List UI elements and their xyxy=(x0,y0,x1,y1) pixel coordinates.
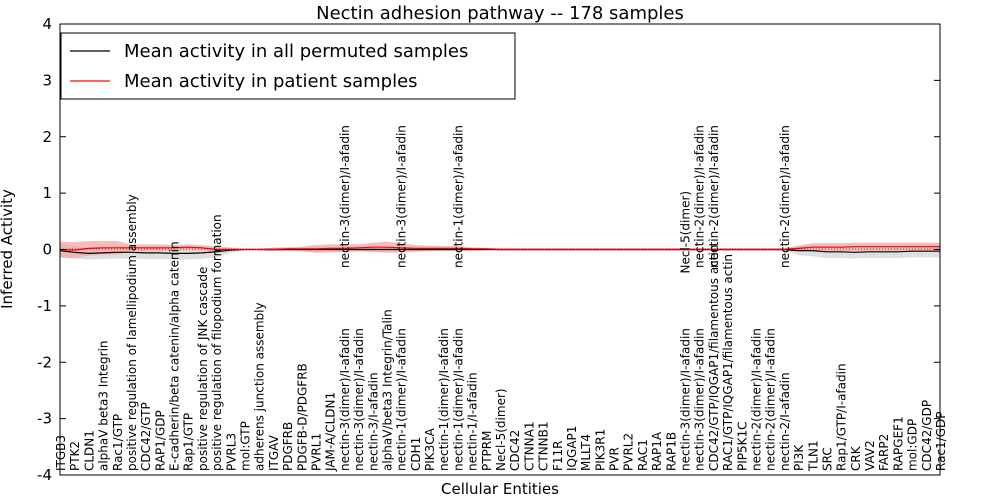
x-tick-label: positive regulation of lamellipodium ass… xyxy=(125,194,139,471)
x-tick-label: RAP1B xyxy=(664,432,678,471)
x-tick-label: PDGFB-D/PDGFRB xyxy=(295,363,309,471)
y-axis-ticks: -4 -3 -2 -1 0 1 2 3 4 xyxy=(37,15,940,484)
y-axis-label: Inferred Activity xyxy=(0,189,16,309)
x-tick-label: CDC42/GTP xyxy=(139,402,153,471)
legend-box xyxy=(60,32,516,100)
legend-label-patient: Mean activity in patient samples xyxy=(124,71,418,92)
x-tick-label: CDC42/GDP xyxy=(920,400,934,471)
x-tick-label: PDGFRB xyxy=(281,422,295,471)
x-tick-label: MLLT4 xyxy=(579,434,593,471)
x-tick-label: FARP2 xyxy=(877,434,891,471)
x-tick-label: nectin-1(dimer)/I-afadin xyxy=(395,328,409,471)
x-tick-label: Rap1/GTP/I-afadin xyxy=(835,363,849,471)
x-tick-label: adherens junction assembly xyxy=(253,302,267,471)
y-tick-label: 4 xyxy=(42,15,52,33)
x-tick-label: PTPRM xyxy=(480,431,494,472)
x-tick-label: SRC xyxy=(820,447,834,471)
x-tick-label: ITGAV xyxy=(267,434,281,471)
x-tick-label: JAM-A/CLDN1 xyxy=(324,392,338,472)
y-tick-label: 0 xyxy=(42,241,52,259)
x-tick-label-extra: nectin-1(dimer)/I-afadin xyxy=(451,125,465,268)
x-tick-label: E-cadherin/beta catenin/alpha catenin xyxy=(168,241,182,471)
y-tick-label: -3 xyxy=(37,410,52,428)
x-tick-label: TLN1 xyxy=(806,440,820,472)
x-tick-label: nectin-1(dimer)/I-afadin xyxy=(437,328,451,471)
x-tick-label: PIK3CA xyxy=(423,427,437,471)
x-tick-label: RAP1/GDP xyxy=(153,410,167,471)
x-tick-label: mol:GDP xyxy=(906,419,920,471)
x-tick-label: PIK3R1 xyxy=(593,429,607,471)
x-tick-label: mol:GTP xyxy=(239,421,253,471)
x-tick-label: Rap1/GTP xyxy=(182,413,196,471)
x-tick-label-extra: nectin-3(dimer)/I-afadin xyxy=(395,125,409,268)
x-tick-label: positive regulation of JNK cascade xyxy=(196,267,210,471)
x-tick-label-extra: nectin-2(dimer)/I-afadin xyxy=(693,125,707,268)
x-tick-label-extra: nectin-3(dimer)/I-afadin xyxy=(338,125,352,268)
x-tick-label: CTNNA1 xyxy=(522,421,536,471)
x-tick-label: RAP1A xyxy=(650,431,664,471)
x-tick-label: CLDN1 xyxy=(82,430,96,471)
x-tick-label: nectin-3(dimer)/I-afadin xyxy=(679,328,693,471)
x-tick-label: nectin-2/I-afadin xyxy=(778,372,792,471)
x-tick-label: F11R xyxy=(551,440,565,471)
patient-mean-line xyxy=(59,246,940,251)
x-tick-label-extra: nectin-2(dimer)/I-afadin xyxy=(778,125,792,268)
x-tick-label: nectin-3(dimer)/I-afadin xyxy=(338,328,352,471)
x-tick-label: nectin-1(dimer)/I-afadin xyxy=(451,328,465,471)
x-tick-label: CDC42/GTP/IQGAP1/filamentous actin xyxy=(707,245,721,471)
x-tick-label: nectin-2(dimer)/I-afadin xyxy=(749,328,763,471)
x-tick-label: ITGB3 xyxy=(54,435,68,471)
x-tick-label: alphaV beta3 Integrin xyxy=(97,340,111,471)
x-tick-label: PIP5K1C xyxy=(735,421,749,471)
x-tick-label: IQGAP1 xyxy=(565,426,579,471)
y-tick-label: -1 xyxy=(37,297,52,315)
x-tick-label: CDC42 xyxy=(508,430,522,471)
x-tick-label: RAC1/GTP/IQGAP1/filamentous actin xyxy=(721,254,735,471)
series-lines xyxy=(59,246,940,255)
y-tick-label: -2 xyxy=(37,353,52,371)
x-tick-label: PI3K xyxy=(792,444,806,471)
y-tick-label: 2 xyxy=(42,128,52,146)
x-tick-label: nectin-1/I-afadin xyxy=(466,372,480,471)
x-tick-label: PVRL2 xyxy=(622,433,636,471)
x-tick-label: PVR xyxy=(608,447,622,471)
x-tick-label: RAC1 xyxy=(636,439,650,471)
legend-label-permuted: Mean activity in all permuted samples xyxy=(124,41,468,62)
plot-frame xyxy=(59,23,941,476)
x-tick-label: nectin-3(dimer)/I-afadin xyxy=(352,328,366,471)
y-tick-label: -4 xyxy=(37,466,52,484)
x-tick-label: positive regulation of filopodium format… xyxy=(210,214,224,471)
legend: Mean activity in all permuted samples Me… xyxy=(60,32,516,100)
x-tick-label: nectin-3/I-afadin xyxy=(366,372,380,471)
x-tick-label: PVRL3 xyxy=(224,433,238,471)
x-tick-label: alphaV/beta3 Integrin/Talin xyxy=(380,309,394,471)
x-tick-label: nectin-2(dimer)/I-afadin xyxy=(764,328,778,471)
x-tick-label: CTNNB1 xyxy=(537,421,551,471)
chart-title: Nectin adhesion pathway -- 178 samples xyxy=(316,3,684,24)
x-tick-label: PTK2 xyxy=(68,441,82,471)
x-tick-label: VAV2 xyxy=(863,440,877,471)
x-axis-label: Cellular Entities xyxy=(441,480,559,498)
x-tick-label: Rac1/GDP xyxy=(934,412,948,471)
x-tick-label-extra: nectin-2(dimer)/I-afadin xyxy=(707,125,721,268)
x-tick-label: CRK xyxy=(849,445,863,471)
y-tick-label: 1 xyxy=(42,184,52,202)
x-tick-label: Rac1/GTP xyxy=(111,414,125,471)
x-tick-label-extra: Necl-5(dimer) xyxy=(679,191,693,274)
y-tick-label: 3 xyxy=(42,71,52,89)
x-tick-label: Necl-5(dimer) xyxy=(494,388,508,471)
x-tick-label: RAPGEF1 xyxy=(891,416,905,471)
x-tick-label: PVRL1 xyxy=(309,433,323,471)
x-tick-label: nectin-3(dimer)/I-afadin xyxy=(693,328,707,471)
x-tick-label: CDH1 xyxy=(409,437,423,471)
